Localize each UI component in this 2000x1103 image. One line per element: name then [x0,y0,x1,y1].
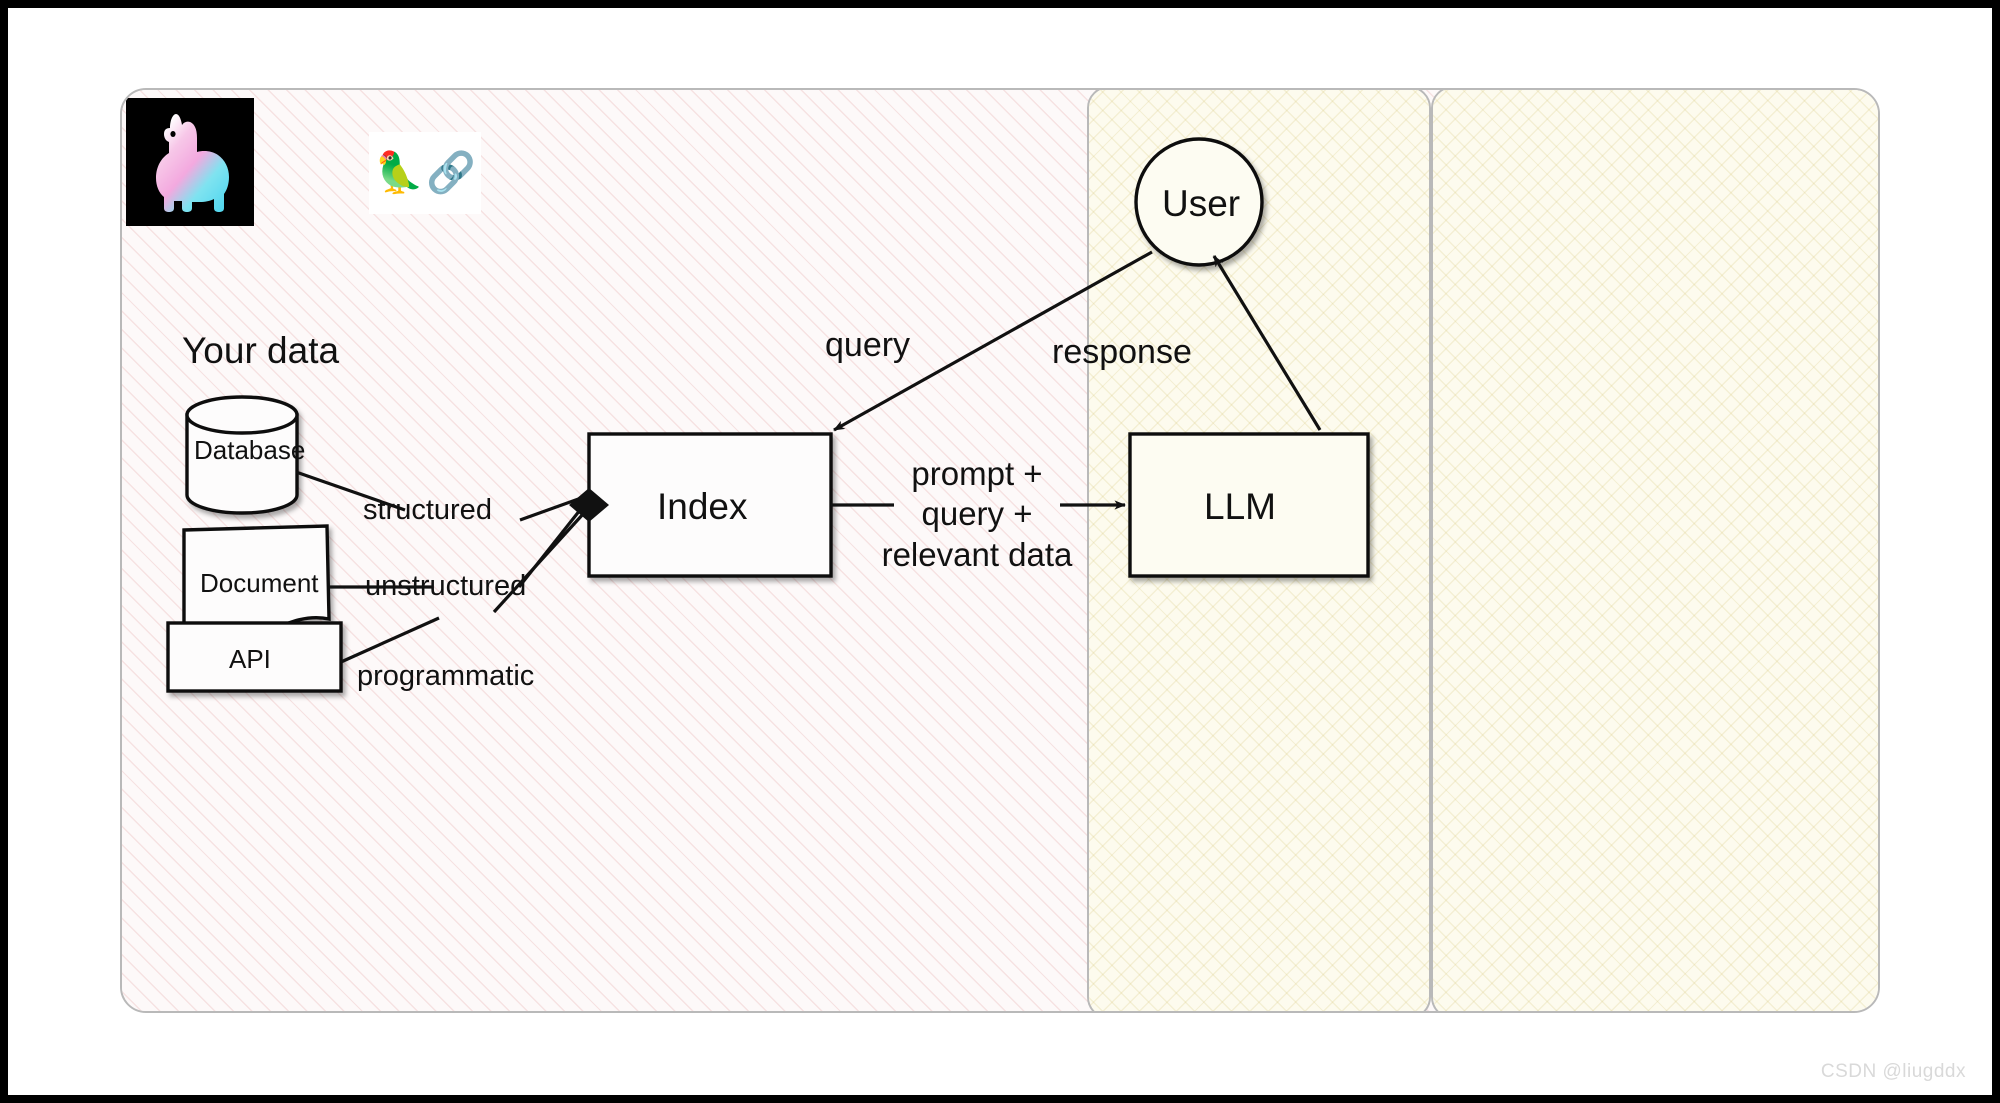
llm-panel-background [1433,90,1878,1011]
node-user [1134,137,1264,267]
edge-structured-right [519,495,585,522]
node-label-database: Database [194,435,306,465]
edge-label-programmatic: programmatic [357,660,535,692]
edge-response [1212,255,1322,431]
node-label-index: Index [657,486,748,527]
node-label-document: Document [200,568,319,598]
index-input-diamond [569,488,609,522]
edge-programmatic-left [340,616,440,664]
edge-programmatic-right [492,511,586,614]
node-database [185,395,299,515]
edge-label-unstructured: unstructured [365,570,527,602]
prompt-line-1: prompt + [911,455,1043,492]
node-api [166,621,343,693]
parrot-icon: 🦜 [374,151,424,195]
edge-label-query: query [825,326,911,364]
watermark: CSDN @liugddx [1820,1061,1966,1082]
prompt-line-3: relevant data [881,535,1073,573]
node-label-api: API [229,644,271,674]
diagram-card: 🦜 🔗 Your data [120,88,1880,1013]
node-index [587,432,833,578]
llama-icon [156,114,229,212]
edge-query [833,250,1153,432]
prompt-line-2: query + [921,495,1033,533]
node-llm [1128,432,1370,578]
section-label-your-data: Your data [182,330,340,371]
llamaindex-logo [126,98,254,226]
page-canvas: 🦜 🔗 Your data [8,8,1992,1095]
node-label-user: User [1162,183,1241,224]
edge-label-structured: structured [363,494,492,526]
edge-label-prompt-block: prompt + query + relevant data [872,454,1082,575]
chain-icon: 🔗 [426,151,476,195]
node-label-llm: LLM [1204,486,1276,527]
edge-structured-left [295,470,406,512]
edge-label-response: response [1052,333,1192,371]
llm-panel [1431,90,1878,1011]
langchain-logo: 🦜 🔗 [369,132,481,214]
diagram-graphics: index ---------- --> user ---------- --> [166,137,1370,693]
